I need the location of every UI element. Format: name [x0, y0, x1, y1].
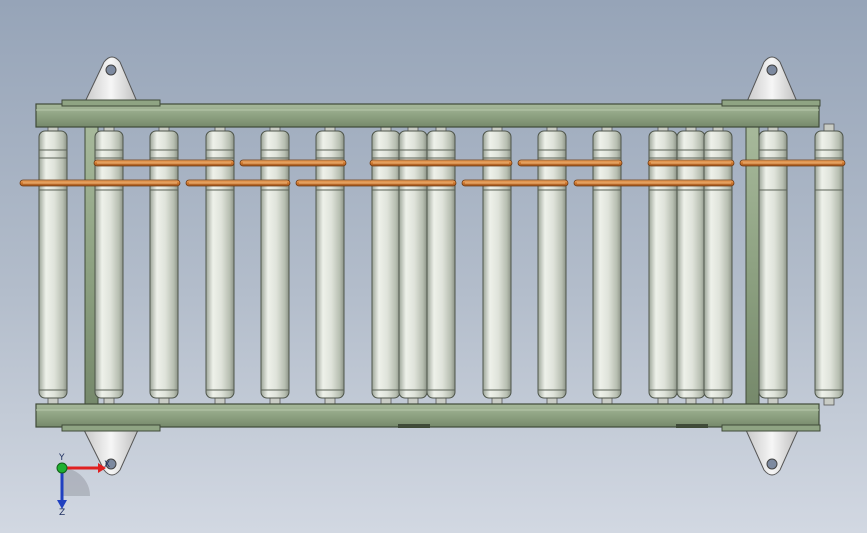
chain-segment — [517, 159, 623, 167]
mounting-bracket-bottom-left — [83, 429, 139, 476]
chain-segment — [369, 159, 513, 167]
roller — [482, 123, 512, 406]
roller — [537, 123, 567, 406]
chain-segment — [647, 159, 735, 167]
roller — [703, 123, 733, 406]
roller — [426, 123, 456, 406]
mounting-bracket-bottom-right — [745, 429, 799, 476]
x-axis-arrowhead — [98, 463, 106, 473]
frame-rail-top — [35, 99, 821, 128]
roller — [758, 123, 788, 406]
roller — [149, 123, 179, 406]
z-axis-arrowhead — [57, 500, 67, 509]
chain-segment — [93, 159, 235, 167]
roller — [592, 123, 622, 406]
roller — [814, 123, 844, 406]
roller — [315, 123, 345, 406]
roller-group — [38, 123, 844, 406]
chain-segment — [461, 179, 569, 187]
chain-segment — [739, 159, 846, 167]
x-axis-label: X — [104, 460, 110, 470]
z-axis-label: Z — [59, 508, 65, 518]
axis-triad[interactable]: X Y Z — [56, 453, 110, 518]
chain-segment — [573, 179, 735, 187]
roller — [648, 123, 678, 406]
frame-post-right — [745, 126, 760, 405]
chain-segment — [185, 179, 291, 187]
y-axis-label: Y — [58, 453, 65, 463]
chain-segment — [295, 179, 457, 187]
roller — [205, 123, 235, 406]
roller — [94, 123, 124, 406]
mounting-bracket-top-right — [745, 56, 799, 105]
roller — [38, 123, 68, 406]
frame-rail-bottom — [35, 403, 821, 432]
mounting-bracket-top-left — [83, 56, 139, 105]
chain-segment — [239, 159, 347, 167]
roller — [371, 123, 401, 406]
y-axis-dot — [56, 462, 68, 474]
chain-group — [19, 159, 846, 187]
triad-shadow — [62, 468, 90, 496]
chain-segment — [19, 179, 181, 187]
